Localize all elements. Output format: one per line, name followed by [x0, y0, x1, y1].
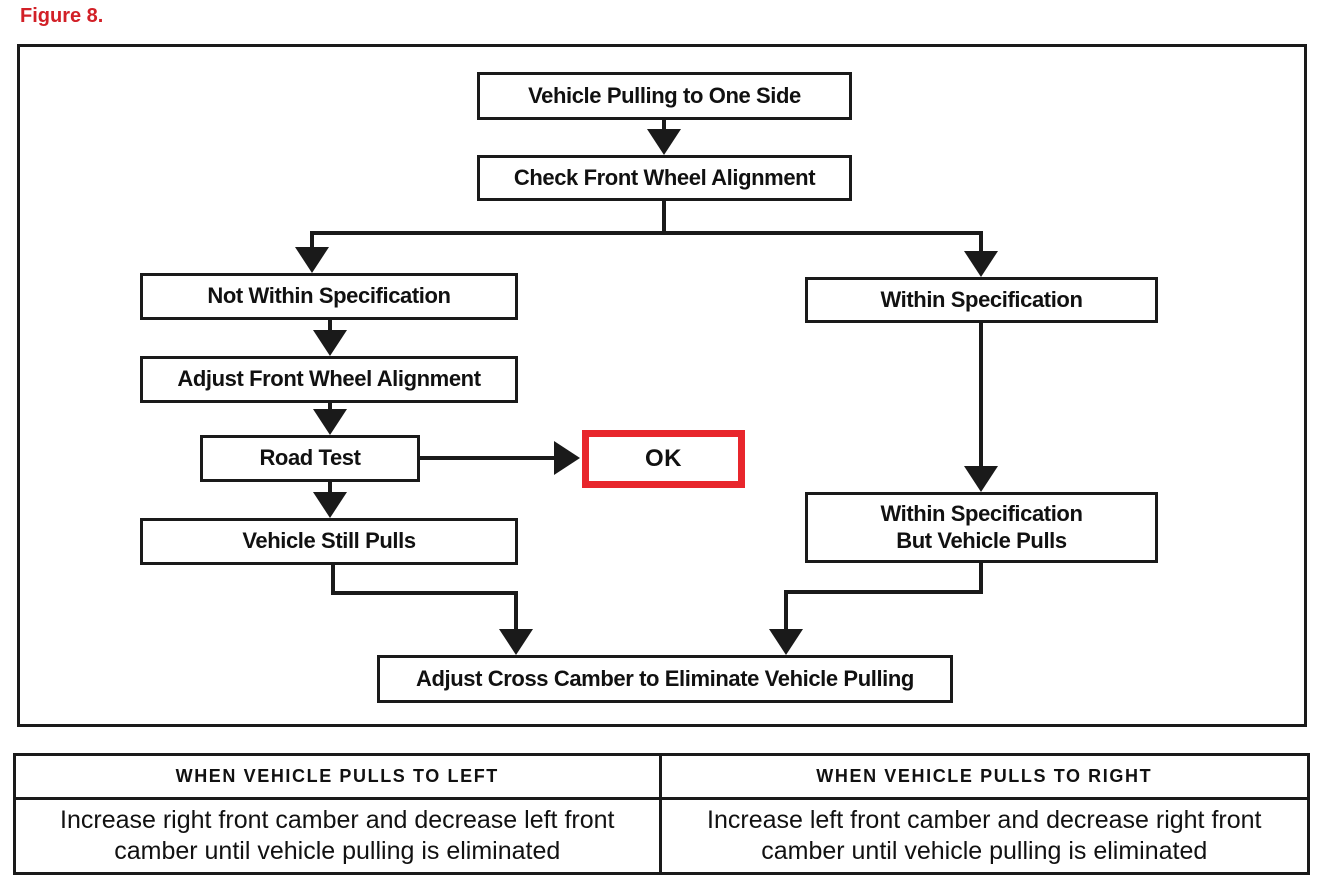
connector-right-long	[979, 323, 983, 468]
remedy-table: WHEN VEHICLE PULLS TO LEFT WHEN VEHICLE …	[13, 753, 1310, 875]
node-vehicle-still-pulls: Vehicle Still Pulls	[140, 518, 518, 565]
node-check-front-wheel-alignment: Check Front Wheel Alignment	[477, 155, 852, 201]
node-within-spec-but-vehicle-pulls: Within Specification But Vehicle Pulls	[805, 492, 1158, 563]
connector-left-elbow-h	[331, 591, 518, 595]
table-header-pulls-right: WHEN VEHICLE PULLS TO RIGHT	[661, 756, 1307, 800]
arrow-down-icon	[295, 247, 329, 273]
node-vehicle-pulling: Vehicle Pulling to One Side	[477, 72, 852, 120]
arrow-down-icon	[647, 129, 681, 155]
connector-right-elbow-v2	[784, 590, 788, 631]
connector-left-elbow-v2	[514, 591, 518, 631]
connector-split-stem	[662, 201, 666, 235]
connector-split-left	[310, 231, 314, 251]
connector-top-1	[662, 120, 666, 132]
arrow-down-icon	[313, 492, 347, 518]
node-adjust-front-wheel-alignment: Adjust Front Wheel Alignment	[140, 356, 518, 403]
figure-caption: Figure 8.	[20, 5, 104, 27]
connector-road-test-ok	[420, 456, 556, 460]
arrow-down-icon	[313, 330, 347, 356]
table-header-pulls-left: WHEN VEHICLE PULLS TO LEFT	[16, 756, 662, 800]
connector-right-elbow-v1	[979, 563, 983, 594]
arrow-right-icon	[554, 441, 580, 475]
arrow-down-icon	[769, 629, 803, 655]
table-cell-pulls-right-remedy: Increase left front camber and decrease …	[707, 805, 1262, 865]
arrow-down-icon	[499, 629, 533, 655]
node-road-test: Road Test	[200, 435, 420, 482]
connector-split-right	[979, 231, 983, 255]
connector-left-3	[328, 482, 332, 494]
node-ok: OK	[582, 430, 745, 488]
connector-right-elbow-h	[786, 590, 983, 594]
connector-left-1	[328, 320, 332, 333]
node-adjust-cross-camber: Adjust Cross Camber to Eliminate Vehicle…	[377, 655, 953, 703]
node-not-within-specification: Not Within Specification	[140, 273, 518, 320]
arrow-down-icon	[313, 409, 347, 435]
connector-left-elbow-v1	[331, 565, 335, 595]
arrow-down-icon	[964, 466, 998, 492]
connector-split-bar	[312, 231, 983, 235]
table-cell-pulls-left-remedy: Increase right front camber and decrease…	[16, 800, 662, 872]
node-within-specification: Within Specification	[805, 277, 1158, 323]
arrow-down-icon	[964, 251, 998, 277]
connector-left-2	[328, 403, 332, 412]
